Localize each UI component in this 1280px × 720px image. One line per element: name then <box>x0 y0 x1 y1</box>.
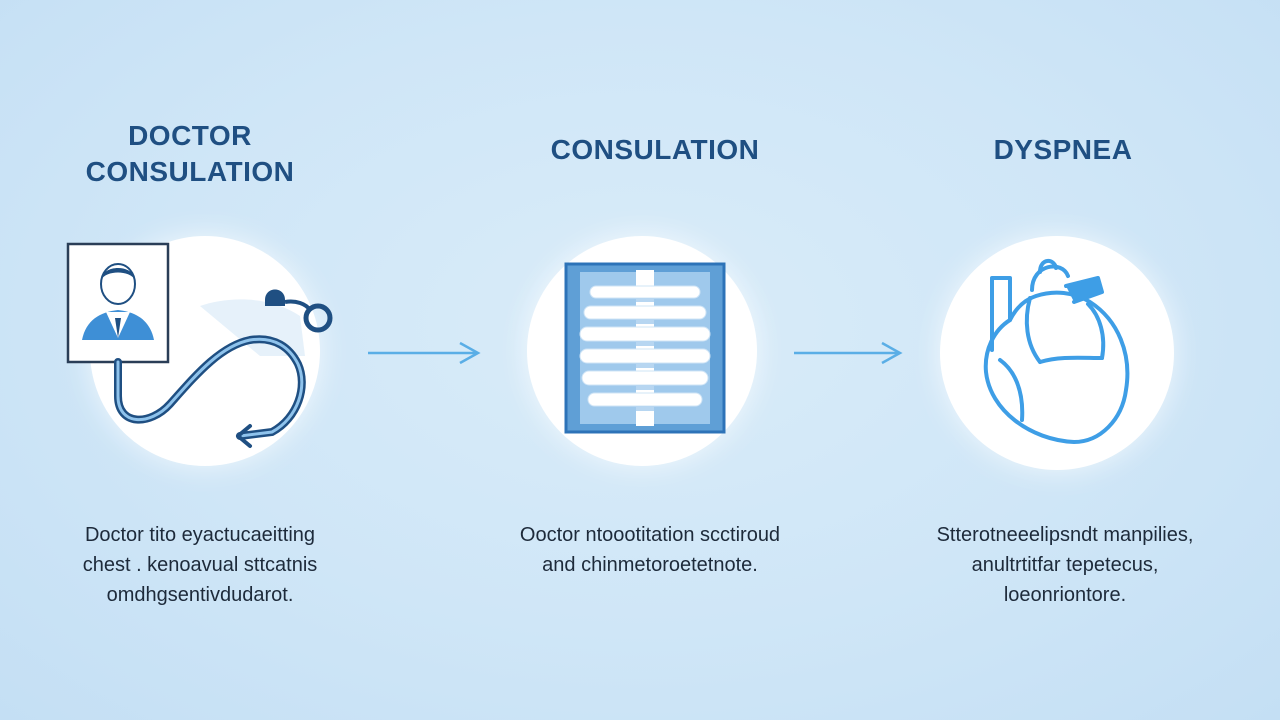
step-3-desc-line-3: loeonriontore. <box>1003 584 1127 606</box>
step-1-description: Doctor tito eyactucaeitting chest . keno… <box>40 520 360 610</box>
heart-icon <box>983 259 1130 444</box>
step-1-title-line-1: DOCTOR <box>128 120 252 151</box>
step-1-title-line-2: CONSULATION <box>85 156 295 187</box>
chest-xray-icon <box>564 262 726 434</box>
step-2-description: Ooctor ntoootitation scctiroud and chinm… <box>485 520 815 580</box>
step-3-desc-line-2: anultrtitfar tepetecus, <box>971 554 1159 576</box>
step-2-title-line-1: CONSULATION <box>550 134 760 165</box>
step-3-description: Stterotneeelipsndt manpilies, anultrtitf… <box>905 520 1225 610</box>
step-3-title: DYSPNEA <box>913 132 1213 168</box>
step-1-title: DOCTOR CONSULATION <box>40 118 340 190</box>
step-3-desc-line-1: Stterotneeelipsndt manpilies, <box>936 524 1194 546</box>
step-1-desc-line-3: omdhgsentivdudarot. <box>106 584 294 606</box>
step-1-desc-line-1: Doctor tito eyactucaeitting <box>84 524 316 546</box>
step-2-title: CONSULATION <box>505 132 805 168</box>
step-2-desc-line-2: and chinmetoroetetnote. <box>542 554 758 576</box>
flow-arrow-1 <box>368 341 481 365</box>
step-3-circle <box>940 236 1174 470</box>
doctor-stethoscope-icon <box>66 242 333 448</box>
step-3-title-line-1: DYSPNEA <box>993 134 1133 165</box>
step-1-desc-line-2: chest . kenoavual sttcatnis <box>82 554 318 576</box>
flow-arrow-2 <box>794 341 903 365</box>
step-2-desc-line-1: Ooctor ntoootitation scctiroud <box>519 524 781 546</box>
